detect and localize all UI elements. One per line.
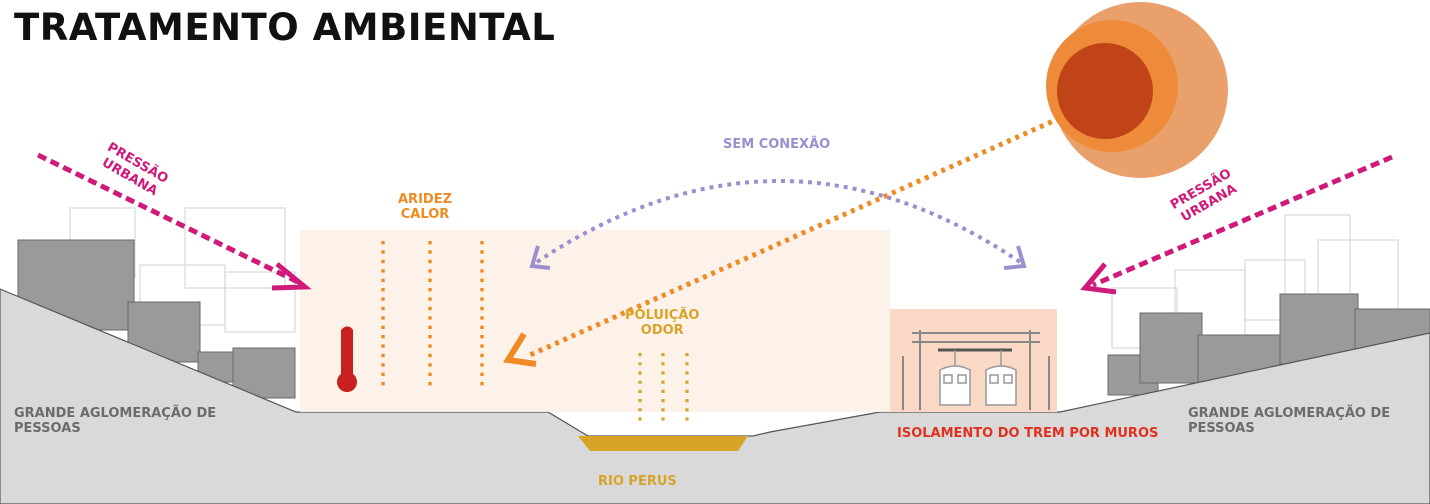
crowd-label-right: GRANDE AGLOMERAÇÃO DE PESSOAS	[1188, 406, 1390, 436]
crowd-label-right-line1: GRANDE AGLOMERAÇÃO DE	[1188, 406, 1391, 421]
crowd-label-left: GRANDE AGLOMERAÇÃO DE PESSOAS	[14, 406, 216, 436]
river-label: RIO PERUS	[598, 474, 677, 489]
train-isolation-label: ISOLAMENTO DO TREM POR MUROS	[897, 426, 1159, 441]
arid-zone	[300, 230, 890, 412]
pressure-arrow-right	[1080, 154, 1393, 295]
heat-lines	[381, 241, 484, 388]
crowd-label-right-line2: PESSOAS	[1188, 421, 1255, 436]
crowd-label-left-line2: PESSOAS	[14, 421, 81, 436]
river-water	[578, 436, 748, 451]
crowd-label-left-line1: GRANDE AGLOMERAÇÃO DE	[14, 406, 217, 421]
aridity-label-line1: ARIDEZ	[398, 192, 453, 207]
train-left	[939, 350, 971, 406]
no-connection-arc	[529, 179, 1027, 270]
pollution-lines	[638, 353, 689, 426]
buildings-right	[1107, 293, 1430, 396]
pollution-label-line1: POLUIÇÃO	[625, 308, 700, 323]
no-connection-label: SEM CONEXÃO	[723, 137, 831, 152]
pollution-label-line2: ODOR	[640, 323, 684, 338]
sun-ray-arrow	[503, 115, 1062, 367]
sun-icon	[1046, 2, 1228, 178]
aridity-label-line2: CALOR	[400, 207, 450, 222]
pressure-arrow-left	[36, 152, 312, 291]
aridity-label: ARIDEZ CALOR	[398, 192, 452, 222]
diagram-title: TRATAMENTO AMBIENTAL	[14, 6, 556, 49]
railway-catenary	[902, 330, 1050, 410]
pollution-label: POLUIÇÃO ODOR	[625, 308, 699, 338]
train-right	[985, 350, 1017, 406]
thermometer-icon	[337, 326, 357, 392]
railway-zone	[890, 309, 1057, 412]
